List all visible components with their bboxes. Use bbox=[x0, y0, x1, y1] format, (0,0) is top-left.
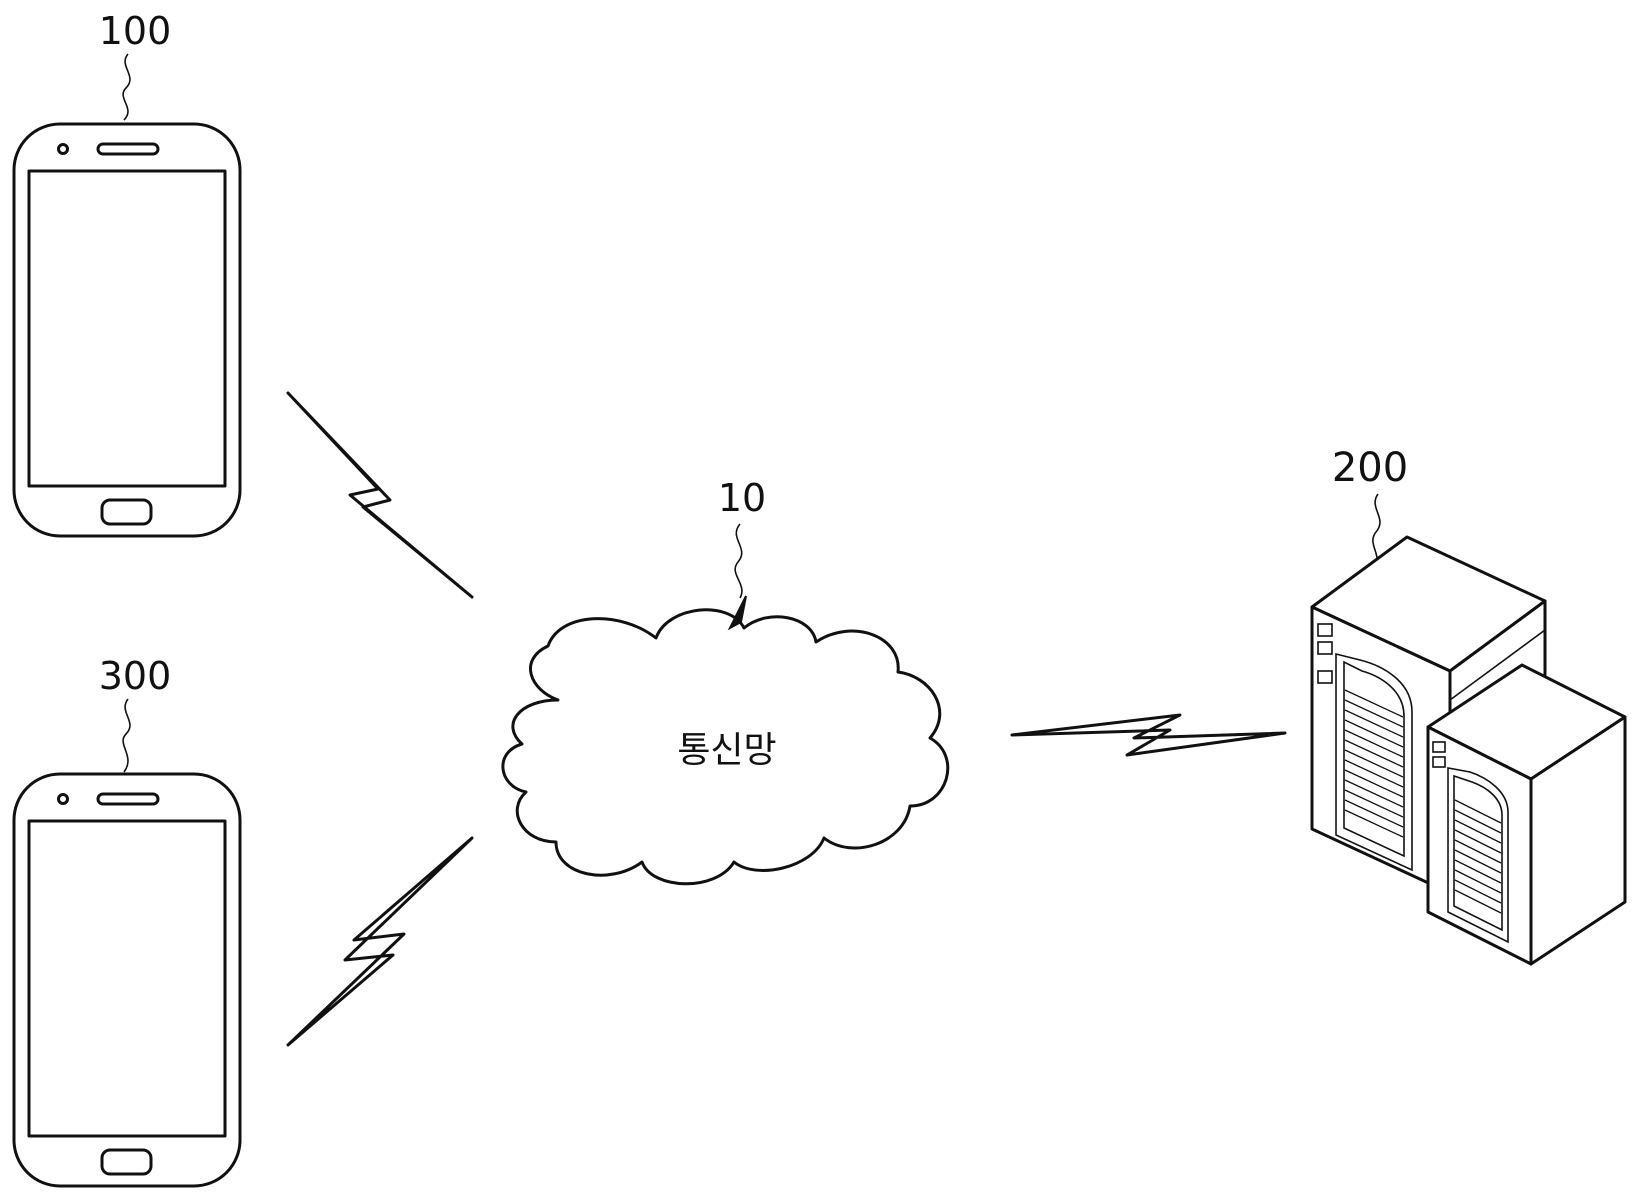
speaker-icon bbox=[96, 792, 160, 806]
server-panel bbox=[1335, 652, 1413, 872]
phone-screen bbox=[27, 819, 227, 1138]
speaker-icon bbox=[96, 142, 160, 156]
drive-bay-icon bbox=[1317, 623, 1333, 637]
label-10: 10 bbox=[718, 476, 766, 520]
camera-icon bbox=[57, 143, 69, 155]
phone-body bbox=[12, 122, 242, 538]
leader-line-10 bbox=[734, 523, 743, 599]
server-tower-small bbox=[1426, 663, 1627, 966]
phone-screen bbox=[27, 169, 227, 488]
leader-line-300 bbox=[122, 698, 131, 773]
drive-bay-icon bbox=[1317, 641, 1333, 655]
cloud-icon bbox=[501, 608, 950, 886]
leader-line-100 bbox=[122, 53, 131, 121]
network-label: 통신망 bbox=[677, 730, 776, 771]
server-panel bbox=[1447, 767, 1509, 944]
server-200: 200 bbox=[1310, 445, 1627, 966]
drive-bay-icon bbox=[1432, 756, 1446, 768]
drive-bay-icon bbox=[1317, 670, 1333, 684]
home-button bbox=[100, 1148, 153, 1176]
drive-bay-icon bbox=[1432, 741, 1446, 753]
phone-body bbox=[12, 772, 242, 1188]
communication-network: 10 통신망 bbox=[501, 476, 950, 886]
camera-icon bbox=[57, 793, 69, 805]
wireless-link-icon-lower bbox=[286, 836, 474, 1047]
label-100: 100 bbox=[99, 9, 172, 53]
wireless-link-icon-right bbox=[1010, 713, 1287, 757]
wireless-link-icon-upper bbox=[286, 391, 474, 599]
mobile-terminal-300: 300 bbox=[12, 654, 242, 1188]
label-200: 200 bbox=[1332, 445, 1408, 491]
label-300: 300 bbox=[99, 654, 172, 698]
home-button bbox=[100, 498, 153, 526]
mobile-terminal-100: 100 bbox=[12, 9, 242, 538]
arrow-head-icon bbox=[727, 595, 747, 631]
